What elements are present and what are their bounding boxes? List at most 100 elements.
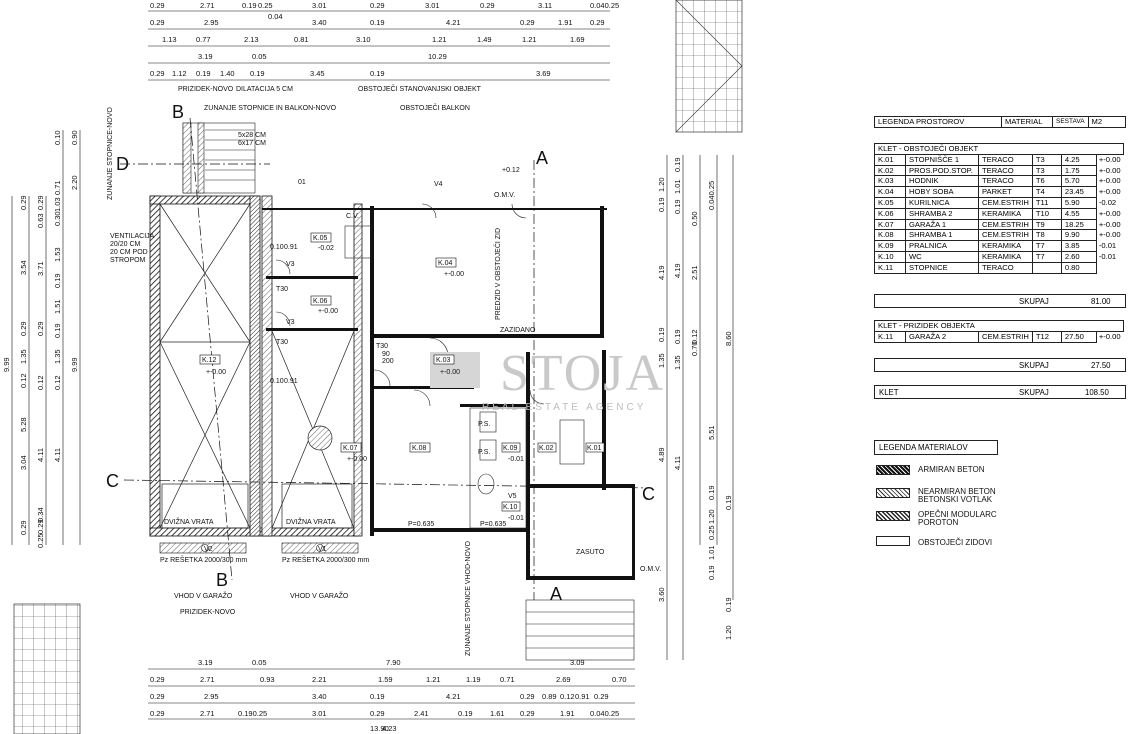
dim-label: 0.10 — [53, 130, 62, 145]
dim-label: 5.51 — [707, 425, 716, 440]
ventilation-note-1: VENTILACIJA — [110, 233, 155, 240]
level-label: +-0.00 — [206, 369, 226, 376]
dimension-lines-bottom — [148, 668, 635, 720]
dim-label: 0.77 — [196, 35, 211, 44]
row-code: K.01 — [874, 153, 906, 166]
row-sestava: T7 — [1031, 240, 1062, 252]
garage-door-label-1: DVIŽNA VRATA — [164, 517, 214, 526]
dim-label: 0.29 — [370, 709, 385, 718]
dim-label: 4.19 — [657, 265, 666, 280]
level-label: -0.02 — [318, 245, 334, 252]
legend-sum1: SKUPAJ 81.00 — [874, 294, 1126, 308]
section-mark-a-top: A — [536, 148, 548, 168]
dims-top-text: 0.29 2.71 0.19 0.25 3.01 0.29 3.01 0.29 … — [150, 1, 619, 112]
p0635-label-1: P=0.635 — [408, 521, 434, 528]
dim-label: 1.35 — [673, 355, 682, 370]
outdoor-stairs-entry-label: ZUNANJE STOPNICE VHOD-NOVO — [465, 540, 472, 656]
marker-v5: V5 — [508, 493, 517, 500]
dim-label: 9.99 — [2, 357, 11, 372]
dim-label: 3.01 — [425, 1, 440, 10]
row-material: KERAMIKA — [978, 207, 1033, 220]
dim-label: 1.35 — [657, 353, 666, 368]
dim-label: 0.90 — [70, 130, 79, 145]
dim-label: 2.95 — [204, 18, 219, 27]
row-level: +-0.00 — [1098, 187, 1121, 197]
dim-label: 9.99 — [70, 357, 79, 372]
legend-materials-title: LEGENDA MATERIALOV — [874, 440, 998, 455]
dim-label: 1.12 — [172, 69, 187, 78]
dim-label: 1.40 — [220, 69, 235, 78]
exterior-stairs — [525, 599, 635, 661]
entry-label-2: VHOD V GARAŽO — [290, 591, 349, 600]
row-code: K.08 — [874, 229, 906, 242]
room-k06-label: K.06 — [313, 298, 328, 305]
level-label: +-0.00 — [444, 271, 464, 278]
room-k01-label: K.01 — [587, 445, 602, 452]
legend-sum1-value: 81.00 — [1091, 297, 1111, 306]
row-sestava: T10 — [1031, 207, 1062, 220]
dim-label: 0.19 — [250, 69, 265, 78]
row-material: TERACO — [978, 153, 1033, 166]
row-sestava: T4 — [1031, 186, 1062, 198]
material-label-1: ARMIRAN BETON — [918, 465, 985, 474]
dim-label: 4.11 — [53, 448, 62, 462]
dim-label: 4.19 — [673, 263, 682, 278]
dim-label: 2.71 — [200, 709, 215, 718]
row-code: K.05 — [874, 196, 906, 209]
stairs-top — [182, 122, 585, 529]
outdoor-stairs-label: ZUNANJE STOPNICE-NOVO — [107, 107, 114, 200]
dim-label: 3.09 — [570, 658, 585, 667]
dim-label: 0.81 — [294, 35, 309, 44]
legend-total-label: KLET — [879, 388, 899, 397]
zasuto-label: ZASUTO — [576, 549, 605, 556]
row-area: 1.75 — [1060, 164, 1097, 177]
row-level: +-0.00 — [1098, 176, 1121, 186]
ventilation-note-4: STROPOM — [110, 257, 146, 264]
row-name: HOBY SOBA — [905, 186, 979, 198]
dimension-lines-top — [148, 10, 610, 81]
dim-label: 3.69 — [536, 69, 551, 78]
ventilation-note-3: 20 CM POD — [110, 249, 148, 256]
section-mark-c-left: C — [106, 471, 119, 491]
legend-sum1-label: SKUPAJ — [1019, 297, 1049, 306]
dim-label: 3.10 — [356, 35, 371, 44]
ventilation-note-2: 20/20 CM — [110, 241, 141, 248]
note-stairs-balcony: ZUNANJE STOPNICE IN BALKON-NOVO — [204, 105, 337, 112]
dim-label: 4.11 — [673, 456, 682, 470]
dim-010-label-2: 0.10 — [270, 378, 284, 385]
dim-label: 0.19 — [724, 495, 733, 510]
row-level: +-0.00 — [1098, 219, 1121, 229]
row-code: K.09 — [874, 240, 906, 252]
dim-label: 5.28 — [19, 417, 28, 432]
t30-label-2: T30 — [276, 339, 288, 346]
row-area: 2.60 — [1060, 250, 1097, 263]
material-label-3: OPEČNI MODULARC — [918, 510, 997, 519]
dim-label: 2.41 — [414, 709, 429, 718]
row-material: CEM.ESTRIH — [978, 196, 1033, 209]
dim-label: 3.01 — [312, 1, 327, 10]
dim-label: 3.60 — [657, 587, 666, 602]
dim-label: 7.90 — [386, 658, 401, 667]
dim-label: 0.89 — [542, 692, 557, 701]
dim-label: 0.19 — [673, 199, 682, 214]
legend-group-existing: KLET - OBSTOJEČI OBJEKT — [873, 143, 1125, 155]
entry-label-1: VHOD V GARAŽO — [174, 591, 233, 600]
dim-label: 0.19 — [657, 327, 666, 342]
row-name: SHRAMBA 2 — [905, 207, 979, 220]
note-prizidek: PRIZIDEK-NOVO — [178, 86, 234, 93]
dim-label: 4.89 — [657, 447, 666, 462]
note-existing-balcony: OBSTOJEČI BALKON — [400, 103, 470, 112]
dim-091-label: 0.91 — [284, 244, 298, 251]
row-level: +-0.00 — [1098, 332, 1121, 342]
row-area: 0.80 — [1060, 261, 1097, 274]
marker-v4: V4 — [434, 181, 443, 188]
dim-200-label: 200 — [382, 358, 394, 365]
row-area: 23.45 — [1060, 186, 1097, 198]
dim-label: 0.190.25 — [238, 709, 267, 718]
omv-label-2: O.M.V. — [494, 192, 515, 199]
section-mark-b-top: B — [172, 102, 184, 122]
building-walls — [149, 195, 635, 580]
